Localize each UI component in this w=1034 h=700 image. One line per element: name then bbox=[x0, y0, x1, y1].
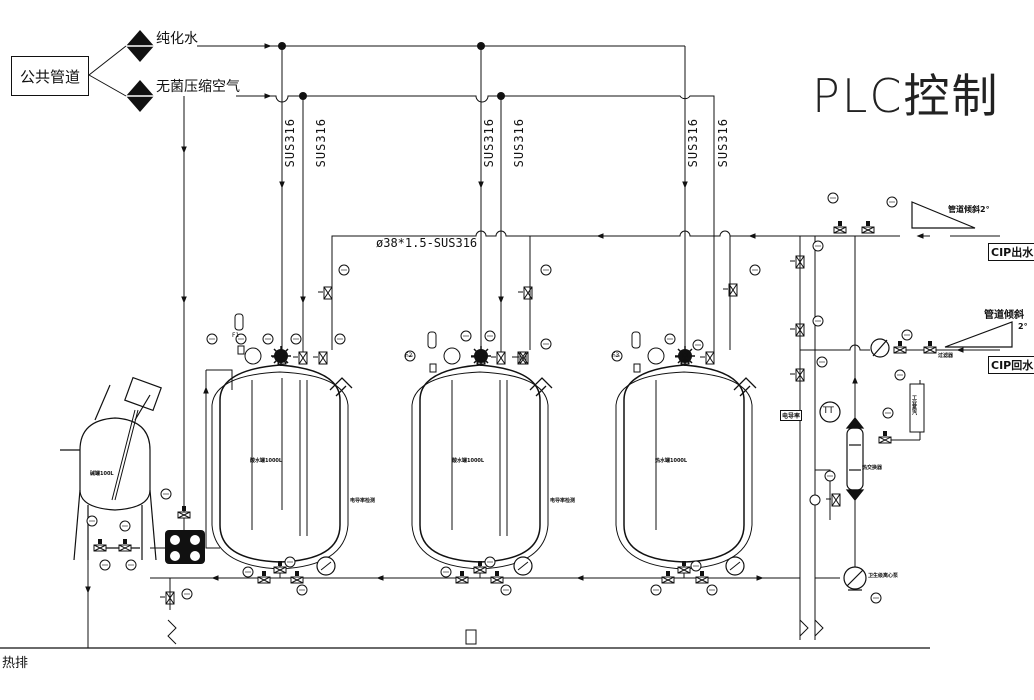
cip-return-label: CIP回水 bbox=[988, 356, 1034, 374]
public-pipe-label: 公共管道 bbox=[19, 67, 80, 86]
pump-label: 卫生级离心泵 bbox=[868, 573, 899, 579]
feed-label-f3: F3 bbox=[612, 352, 620, 359]
tt-sensor-icon bbox=[819, 401, 841, 423]
valve-tags-top bbox=[206, 264, 761, 362]
slope-mid-label: 管道倾斜 bbox=[984, 310, 1024, 321]
sterile-air-label: 无菌压缩空气 bbox=[156, 79, 240, 95]
header-pipe-label: ø38*1.5-SUS316 bbox=[376, 236, 478, 250]
temperature-gauge-icon bbox=[513, 556, 533, 576]
centrifugal-pump-icon bbox=[843, 566, 867, 591]
public-pipe-box: 公共管道 bbox=[11, 56, 89, 96]
pipe-spec-label: SUS316 bbox=[314, 118, 328, 168]
slope-triangle-icon bbox=[911, 201, 1013, 348]
temperature-gauge-icon bbox=[316, 556, 336, 576]
tank-3-label: 热水罐1000L bbox=[655, 458, 688, 464]
heat-exchanger-icon bbox=[845, 417, 865, 501]
pipe-spec-label: SUS316 bbox=[283, 118, 297, 168]
pipe-spec-label: SUS316 bbox=[716, 118, 730, 168]
tank-2-label: 酸水罐1000L bbox=[452, 458, 485, 464]
agitator-icon bbox=[470, 345, 492, 367]
slope-top-label: 管道倾斜2° bbox=[948, 205, 990, 214]
pure-water-label: 纯化水 bbox=[156, 31, 198, 47]
resistivity-box: 电导率 bbox=[780, 410, 803, 421]
pipe-spec-label: SUS316 bbox=[686, 118, 700, 168]
temperature-gauge-icon bbox=[725, 556, 745, 576]
small-tank-label: 碱罐100L bbox=[90, 471, 114, 477]
tt-label: TT bbox=[823, 406, 834, 416]
heat-exchanger-label: 热交换器 bbox=[862, 465, 883, 471]
tank-1-label: 酸水罐1000L bbox=[250, 458, 283, 464]
sterile-air-line bbox=[181, 93, 715, 508]
filter-label: 过滤器 bbox=[938, 353, 954, 359]
feed-label-f2: F2 bbox=[405, 352, 413, 359]
pipe-spec-label: SUS316 bbox=[512, 118, 526, 168]
tank-2 bbox=[411, 364, 549, 570]
cip-return-pump-icon bbox=[870, 338, 890, 358]
agitator-icon bbox=[674, 345, 696, 367]
level-probe-label: 电导率检测 bbox=[550, 498, 576, 504]
plc-title: PLC控制 bbox=[812, 69, 1000, 123]
cip-out-label: CIP出水 bbox=[988, 243, 1034, 261]
valve-tags-right bbox=[812, 192, 913, 604]
cip-header-line bbox=[331, 230, 1000, 350]
drain-symbol-icon bbox=[465, 629, 477, 645]
pipe-spec-label: SUS316 bbox=[482, 118, 496, 168]
small-tank bbox=[60, 376, 162, 561]
ti-sensor-icon bbox=[809, 494, 821, 506]
steam-label-box bbox=[909, 383, 925, 433]
pure-water-line bbox=[197, 43, 686, 92]
tank-3 bbox=[615, 364, 753, 570]
tank-1 bbox=[211, 364, 349, 570]
slope-mid-degree: 2° bbox=[1018, 322, 1028, 331]
steam-label: 工业蒸汽 bbox=[911, 395, 917, 415]
diaphragm-pump-icon bbox=[165, 530, 205, 564]
sterile-air-diamond-icon bbox=[126, 80, 154, 112]
level-probe-label: 电导率检测 bbox=[350, 498, 376, 504]
feed-label-f1: F1 bbox=[232, 332, 240, 339]
pure-water-diamond-icon bbox=[126, 30, 154, 62]
heat-drain-label: 热排 bbox=[2, 656, 29, 671]
